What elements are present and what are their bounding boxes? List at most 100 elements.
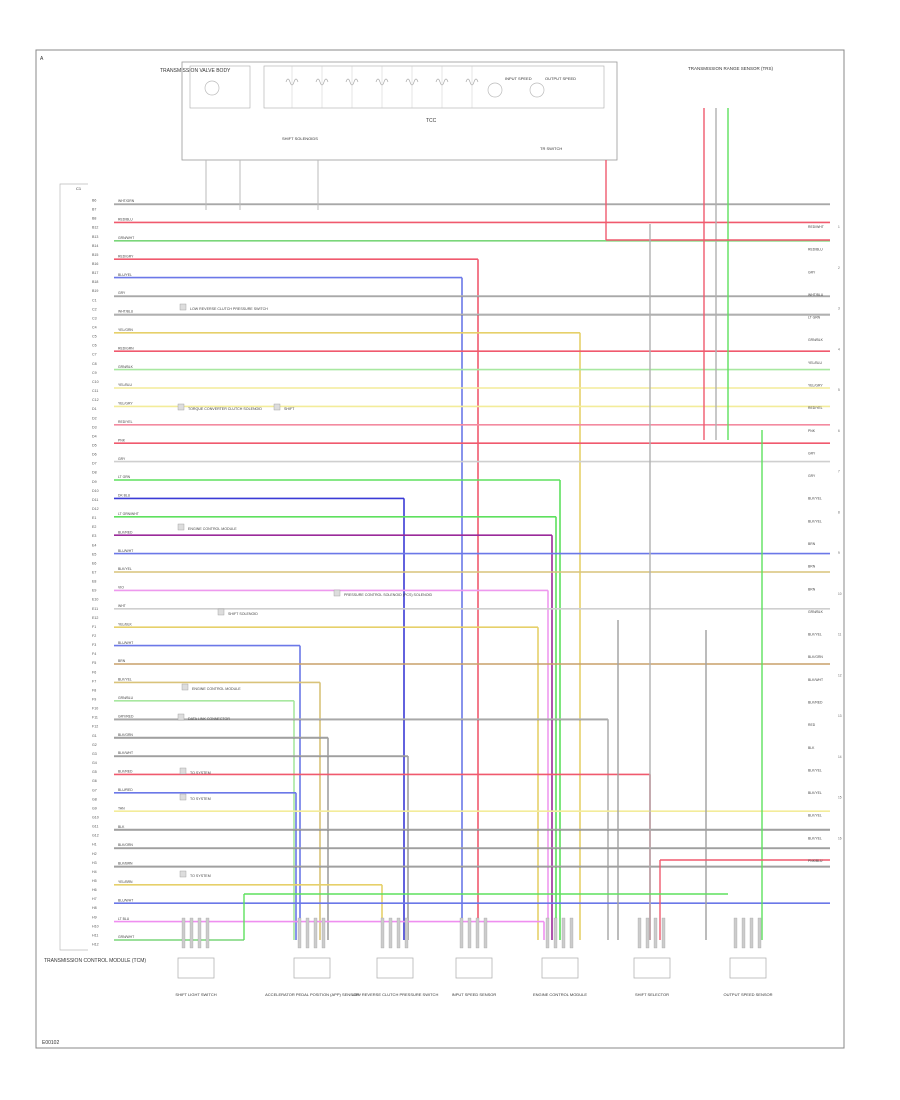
wire-label: BLK/RED xyxy=(118,530,133,534)
inline-label: TO SYSTEM xyxy=(190,874,211,878)
wire-label: BLK/RED xyxy=(118,770,133,774)
right-wire-label: GRN/BLK xyxy=(808,338,824,342)
connector-pin xyxy=(569,917,574,949)
right-wire-label: GRY xyxy=(808,451,816,455)
tcm-pin: F12 xyxy=(92,725,98,729)
sensor-2-symbol xyxy=(529,82,545,98)
inline-label: PRESSURE CONTROL SOLENOID (PCS) SOLENOID xyxy=(344,593,433,597)
tcm-pin: G4 xyxy=(92,761,97,765)
tcm-pin: E5 xyxy=(92,552,96,556)
connector-pin xyxy=(741,917,746,949)
right-wire-label: BRN xyxy=(808,565,816,569)
wire-label: BRN xyxy=(118,659,126,663)
right-wire-label: YEL/BLU xyxy=(808,361,822,365)
wire-label: WHT/BLU xyxy=(118,310,134,314)
wire-label: BLK/WHT xyxy=(118,751,133,755)
tcm-pin: E4 xyxy=(92,543,96,547)
frame-id-label: A xyxy=(40,56,44,62)
top-module-middle-sub xyxy=(263,65,605,109)
tcm-pin: G6 xyxy=(92,779,97,783)
top-module-title: TRANSMISSION VALVE BODY xyxy=(160,68,231,74)
right-pin-number: 15 xyxy=(838,796,842,800)
right-wire-label: BRN xyxy=(808,587,816,591)
connector-pin xyxy=(733,917,738,949)
tcm-pin: D4 xyxy=(92,434,97,438)
wire-label: RED/GRY xyxy=(118,254,134,258)
connector-pin xyxy=(561,917,566,949)
top-module-sensor-2: OUTPUT SPEED xyxy=(545,76,576,81)
wire-label: RED/GRN xyxy=(118,346,134,350)
tcm-pin: C10 xyxy=(92,380,99,384)
connector-pin xyxy=(483,917,488,949)
tcm-pin-column: B6B7B8B12B13B14B15B16B17B18B19C1C2C3C4C5… xyxy=(92,199,99,947)
inline-marker xyxy=(333,589,341,597)
right-wire-label: BLK/GRN xyxy=(808,655,823,659)
inline-label: ENGINE CONTROL MODULE xyxy=(192,687,241,691)
tcm-pin: F10 xyxy=(92,707,98,711)
tcm-pin: F2 xyxy=(92,634,96,638)
tcm-pin: C3 xyxy=(92,316,97,320)
component-connector xyxy=(729,957,767,979)
inline-marker xyxy=(179,793,187,801)
wire-label: BLU/YEL xyxy=(118,273,132,277)
connector-pin xyxy=(181,917,186,949)
right-wire-label: BLK/YEL xyxy=(808,519,822,523)
wire-label: RED/BLU xyxy=(118,218,133,222)
wire-label: TAN xyxy=(118,806,125,810)
bottom-component-name: LOW REVERSE CLUTCH PRESSURE SWITCH xyxy=(352,992,439,997)
tcm-pin: E7 xyxy=(92,571,96,575)
right-pin-number: 11 xyxy=(838,633,842,637)
component-connector xyxy=(455,957,493,979)
component-connector xyxy=(376,957,414,979)
wire-label: GRN/BLK xyxy=(118,365,134,369)
tcm-pin: G5 xyxy=(92,770,97,774)
tcm-pin: E8 xyxy=(92,580,96,584)
inline-marker xyxy=(181,683,189,691)
right-wire-label: LT GRN xyxy=(808,316,821,320)
tcm-pin: H10 xyxy=(92,924,99,928)
tcm-pin: H2 xyxy=(92,852,97,856)
connector-pin xyxy=(749,917,754,949)
bottom-component-name: INPUT SPEED SENSOR xyxy=(452,992,497,997)
tcm-pin: E10 xyxy=(92,598,98,602)
top-right-connector: TRANSMISSION RANGE SENSOR (TRS) xyxy=(688,66,774,71)
connector-pin xyxy=(321,917,326,949)
tcm-pin: F3 xyxy=(92,643,96,647)
connector-pin xyxy=(757,917,762,949)
wire-label: BLU/WHT xyxy=(118,641,133,645)
right-pin-number: 2 xyxy=(838,266,840,270)
tcm-pin: H9 xyxy=(92,915,97,919)
wire-label: GRY xyxy=(118,457,126,461)
right-wire-label: BLK/YEL xyxy=(808,814,822,818)
tcc-solenoid-symbol xyxy=(204,80,220,96)
wire-label: YEL/BLK xyxy=(118,622,132,626)
right-wire-label: PNK/BLU xyxy=(808,859,823,863)
connector-pin xyxy=(189,917,194,949)
wire-label: BLK/YEL xyxy=(118,678,132,682)
inline-marker xyxy=(177,403,185,411)
connector-pin xyxy=(388,917,393,949)
connector-pin xyxy=(475,917,480,949)
wire-label: BLU/WHT xyxy=(118,549,133,553)
right-wire-label: RED xyxy=(808,723,816,727)
right-pin-number: 5 xyxy=(838,388,840,392)
tcm-pin: H8 xyxy=(92,906,97,910)
right-pin-number: 10 xyxy=(838,592,842,596)
right-pin-number: 12 xyxy=(838,673,842,677)
tcm-pin: E9 xyxy=(92,589,96,593)
wire-label: YEL/BRN xyxy=(118,880,133,884)
tcm-pin: E2 xyxy=(92,525,96,529)
tcm-pin: B13 xyxy=(92,235,98,239)
connector-pin xyxy=(305,917,310,949)
tcm-pin: C9 xyxy=(92,371,97,375)
inline-marker xyxy=(179,870,187,878)
tcm-pin: D11 xyxy=(92,498,98,502)
tcm-pin: G9 xyxy=(92,806,97,810)
tcm-pin: D1 xyxy=(92,407,97,411)
tcm-pin: B14 xyxy=(92,244,98,248)
top-module-left-sub xyxy=(189,65,251,109)
tcm-pin: H6 xyxy=(92,888,97,892)
tcm-pin: D9 xyxy=(92,480,97,484)
